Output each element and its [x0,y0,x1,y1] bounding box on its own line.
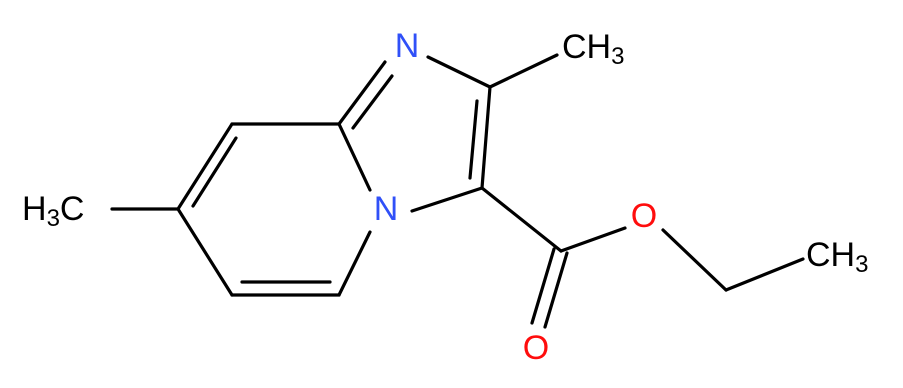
bond-c2-c3-inner [468,99,479,180]
bond-ch2-ch3 [724,257,805,292]
bond-c8a-n1 [337,60,387,126]
methyl-left-subscript: 3 [47,205,60,232]
bond-c8-c7-inner [191,136,238,208]
methyl-ethyl-subscript: 3 [855,251,868,278]
bond-carbonyl-double-a [543,251,569,329]
nitrogen-bridgehead-label: N [374,190,399,228]
methyl-top-label: CH3 [562,28,624,70]
bond-c3-n4 [410,186,484,213]
methyl-top-subscript: 3 [611,43,624,70]
bond-carbonyl-ester-o [559,226,627,253]
nitrogen-imine-label: N [395,27,420,65]
methyl-left-label: H3C [22,190,84,232]
bond-n1-c2 [426,55,492,89]
bond-ester-o-ch2 [661,228,728,292]
bond-c2-c3 [480,85,492,190]
bond-c5-n4 [337,230,372,297]
methyl-ethyl-label: CH3 [806,236,868,278]
methyl-top-main: CH [562,28,611,66]
oxygen-carbonyl-label: O [523,329,549,367]
methyl-left-c: C [60,190,85,228]
methyl-ethyl-main: CH [806,236,855,274]
bond-carbonyl-double-b [530,247,556,325]
bond-c8a-n1-inner [351,74,394,130]
oxygen-ester-label: O [631,197,657,235]
bond-c2-methyl [488,53,559,89]
bond-n4-c8a [337,122,372,192]
methyl-left-h: H [22,190,47,228]
bond-c8-c7 [176,122,234,211]
bond-c3-carbonyl [480,186,563,253]
bond-c7-c6 [176,207,234,297]
